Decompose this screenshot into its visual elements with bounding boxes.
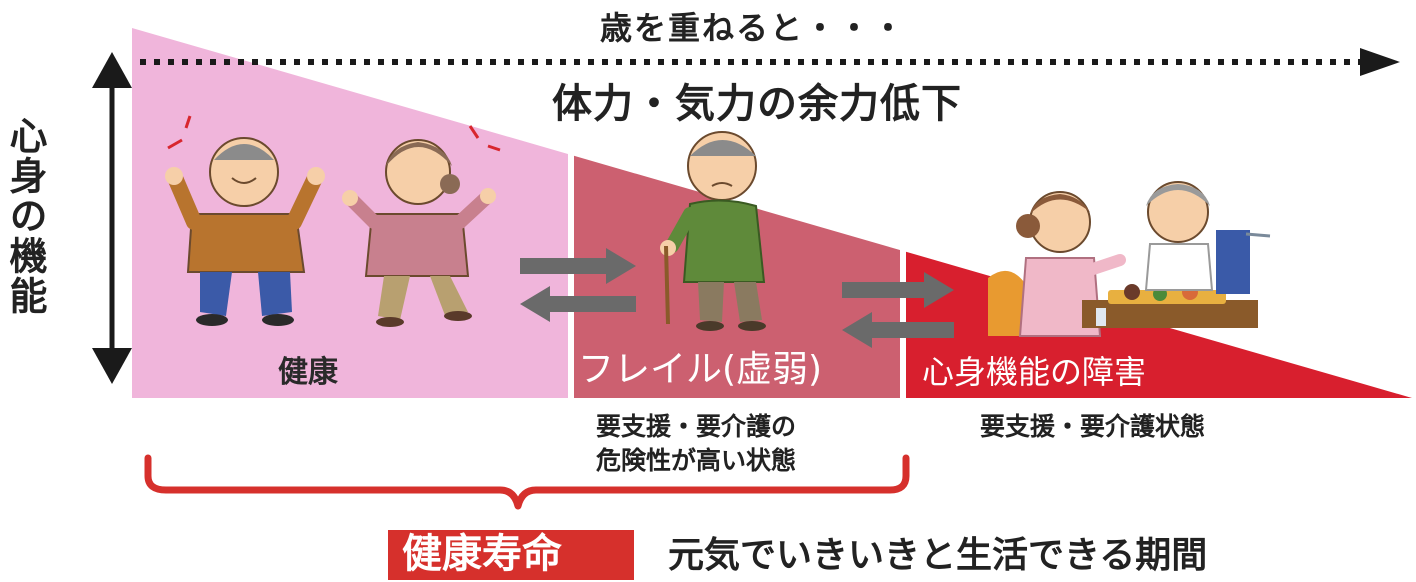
arrow-right-icon [520,248,636,284]
arrow-left-icon [842,312,954,348]
healthy-life-description: 元気でいきいきと生活できる期間 [668,535,1208,576]
aging-caption: 歳を重ねると・・・ [600,9,907,47]
stage-frail-label: フレイル(虚弱) [578,349,823,390]
aging-arrowhead-icon [1360,48,1400,76]
frail-note-line2: 危険性が高い状態 [596,446,797,475]
decline-caption: 体力・気力の余力低下 [552,81,962,127]
vertical-arrow-up-icon [92,52,132,88]
cheerful-elderly-couple-icon [165,115,501,327]
stage-disabled-label: 心身機能の障害 [922,353,1147,391]
healthy-man-figure [165,115,325,326]
arrow-left-icon [520,286,636,322]
healthy-woman-figure [342,125,501,327]
transition-arrows-frail-disabled [842,272,954,348]
healthy-life-bracket [144,454,910,510]
stage-healthy-label: 健康 [278,355,338,390]
healthy-life-badge [388,530,634,580]
frail-note-line1: 要支援・要介護の [596,412,797,441]
frail-zone [574,28,900,398]
elderly-man-with-cane-icon [660,131,766,331]
healthy-life-badge-label: 健康寿命 [402,531,562,577]
vertical-axis-label: 心身の機能 [3,116,47,316]
disabled-note: 要支援・要介護状態 [980,412,1206,441]
vertical-arrow-down-icon [92,348,132,384]
transition-arrows-healthy-frail [520,248,636,322]
arrow-right-icon [842,272,954,308]
caregiver-feeding-elderly-icon [988,181,1271,337]
